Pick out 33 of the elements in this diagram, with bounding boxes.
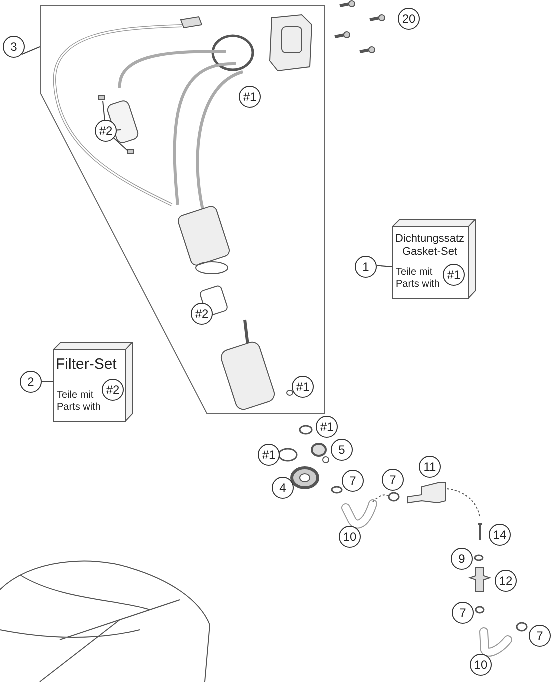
callout-number: 10	[470, 654, 492, 676]
callout-number: 9	[451, 548, 473, 570]
callout-number: 7	[529, 625, 551, 647]
leader-line	[21, 46, 40, 56]
callout-number: #1	[239, 86, 261, 108]
callout-number: 12	[495, 570, 517, 592]
callout-number: 20	[398, 8, 420, 30]
leader-line	[376, 265, 392, 268]
leader-line	[116, 130, 122, 131]
kit-box	[392, 219, 476, 299]
kit-box	[53, 342, 133, 422]
callout-number: 14	[489, 524, 511, 546]
kit-note: Teile mit Parts with	[57, 390, 102, 414]
kit-note: Teile mit Parts with	[396, 267, 441, 291]
callout-number: #1	[316, 416, 338, 438]
leader-line	[102, 100, 106, 121]
kit-title: Dichtungssatz Gasket-Set	[395, 233, 465, 259]
leader-line	[114, 138, 128, 152]
callout-number: #1	[258, 444, 280, 466]
callout-number: 5	[331, 439, 353, 461]
callout-number: 1	[355, 256, 377, 278]
callout-number: #1	[292, 376, 314, 398]
callout-number: 7	[452, 602, 474, 624]
callout-number: 4	[272, 477, 294, 499]
kit-title: Filter-Set	[56, 356, 118, 373]
callout-number: #2	[95, 120, 117, 142]
callout-number: 3	[3, 36, 25, 58]
callout-number: 11	[419, 456, 441, 478]
callout-number: 2	[20, 371, 42, 393]
callout-number: 7	[382, 469, 404, 491]
callout-number: 10	[339, 526, 361, 548]
callout-number: #2	[191, 303, 213, 325]
callout-number: 7	[342, 470, 364, 492]
